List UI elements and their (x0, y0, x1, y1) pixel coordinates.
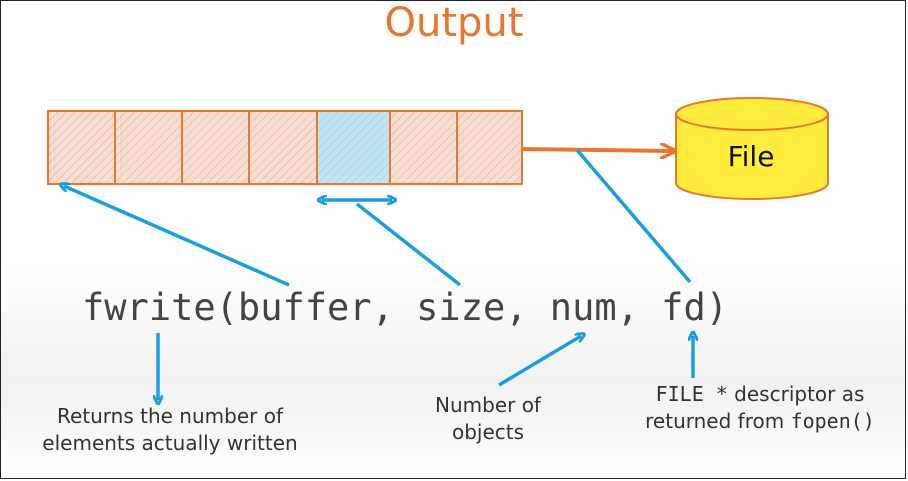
num-arrow (498, 336, 581, 387)
buffer-cell (456, 110, 523, 185)
fd-line-2-text: returned from (645, 409, 791, 433)
num-annotation: Number of objects (418, 392, 558, 446)
file-cylinder-icon (675, 97, 829, 200)
returns-line-2: elements actually written (42, 431, 298, 455)
buffer-pointer-arrow (64, 186, 290, 287)
size-pointer-line (355, 202, 462, 287)
num-line-2: objects (451, 420, 525, 444)
returns-line-1: Returns the number of (56, 404, 283, 428)
buffer-cell (114, 110, 183, 185)
fopen-code: fopen() (790, 409, 875, 433)
fd-pointer-line (575, 148, 692, 284)
returns-annotation: Returns the number of elements actually … (20, 403, 320, 457)
buffer-cell (181, 110, 250, 185)
buffer-array (47, 110, 523, 185)
buffer-cell-highlighted (316, 110, 391, 185)
num-line-1: Number of (435, 393, 541, 417)
write-to-file-arrow (521, 149, 674, 151)
fd-annotation: FILE * descriptor as returned from fopen… (620, 381, 900, 435)
file-label: File (727, 140, 775, 173)
fd-line-2: returned from fopen() (620, 408, 900, 435)
slide-title: Output (384, 0, 524, 46)
fd-line-1-text: descriptor as (727, 382, 865, 406)
fd-type-code: FILE * (655, 382, 728, 406)
buffer-cell (389, 110, 458, 185)
buffer-cell (248, 110, 318, 185)
buffer-cell (47, 110, 116, 185)
fwrite-call: fwrite(buffer, size, num, fd) (82, 286, 729, 329)
fd-line-1: FILE * descriptor as (620, 381, 900, 408)
